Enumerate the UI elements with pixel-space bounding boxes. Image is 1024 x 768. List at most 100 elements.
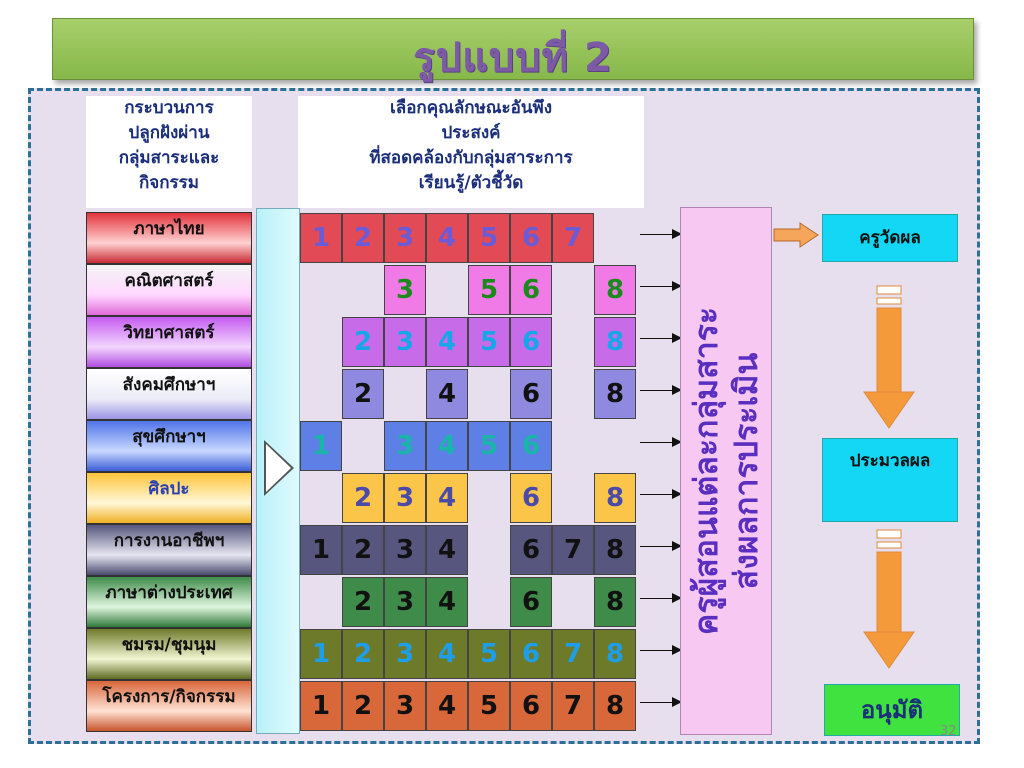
indicator-cell: 6: [510, 421, 552, 471]
indicator-cell: 4: [426, 629, 468, 679]
indicator-cell: 8: [594, 577, 636, 627]
header-process-line: ปลูกฝังผ่าน: [128, 123, 210, 143]
subject-label: สุขศึกษาฯ: [86, 420, 252, 472]
indicator-cell: 2: [342, 369, 384, 419]
header-process-line: กิจกรรม: [138, 173, 199, 193]
indicator-cell: 2: [342, 213, 384, 263]
indicator-cell: 3: [384, 577, 426, 627]
indicator-cell: 1: [300, 525, 342, 575]
row-arrow-icon: [640, 645, 682, 655]
row-arrow-icon: [640, 437, 682, 447]
indicator-cell: 1: [300, 629, 342, 679]
indicator-cell: 5: [468, 681, 510, 731]
row-arrow-icon: [640, 281, 682, 291]
indicator-cell: 4: [426, 421, 468, 471]
subject-label: ภาษาไทย: [86, 212, 252, 264]
process-compute-label: ประมวลผล: [849, 451, 931, 471]
indicator-cell: 8: [594, 317, 636, 367]
indicator-cell: 6: [510, 265, 552, 315]
indicator-cell: 3: [384, 317, 426, 367]
page-title: รูปแบบที่ 2: [413, 35, 613, 81]
row-arrow-icon: [640, 229, 682, 239]
indicator-cell: 3: [384, 525, 426, 575]
indicator-cell: 1: [300, 681, 342, 731]
indicator-cell: 6: [510, 629, 552, 679]
teacher-submit-line: ส่งผลการประเมิน: [727, 352, 765, 590]
indicator-cell: 5: [468, 317, 510, 367]
indicator-cell: 7: [552, 681, 594, 731]
subject-label: การงานอาชีพฯ: [86, 524, 252, 576]
indicator-cell: 6: [510, 213, 552, 263]
subject-label: สังคมศึกษาฯ: [86, 368, 252, 420]
indicator-cell: 5: [468, 421, 510, 471]
teacher-submit-line: ครูผู้สอนแต่ละกลุ่มสาระ: [687, 306, 725, 636]
row-arrow-icon: [640, 385, 682, 395]
process-measure-label: ครูวัดผล: [859, 228, 921, 248]
indicator-cell: 8: [594, 473, 636, 523]
indicator-cell: 2: [342, 525, 384, 575]
indicator-cell: 4: [426, 681, 468, 731]
indicator-cell: 3: [384, 213, 426, 263]
subject-label: ภาษาต่างประเทศ: [86, 576, 252, 628]
indicator-cell: 5: [468, 265, 510, 315]
indicator-cell: 4: [426, 369, 468, 419]
indicator-cell: 3: [384, 265, 426, 315]
process-approve-label: อนุมัติ: [860, 696, 924, 724]
subject-label: วิทยาศาสตร์: [86, 316, 252, 368]
header-process-line: กระบวนการ: [124, 98, 214, 118]
indicator-cell: 8: [594, 629, 636, 679]
process-compute-box: ประมวลผล: [822, 438, 958, 522]
indicator-cell: 8: [594, 369, 636, 419]
indicator-cell: 2: [342, 473, 384, 523]
indicator-cell: 4: [426, 213, 468, 263]
indicator-cell: 2: [342, 681, 384, 731]
header-select-line: ประสงค์: [441, 123, 501, 143]
indicator-cell: 2: [342, 317, 384, 367]
indicator-cell: 6: [510, 525, 552, 575]
indicator-cell: 6: [510, 369, 552, 419]
header-select-box: เลือกคุณลักษณะอันพึง ประสงค์ ที่สอดคล้อง…: [298, 96, 644, 208]
subject-label: ชมรม/ชุมนุม: [86, 628, 252, 680]
indicator-cell: 4: [426, 525, 468, 575]
process-measure-box: ครูวัดผล: [822, 214, 958, 262]
indicator-cell: 2: [342, 577, 384, 627]
header-select-line: เลือกคุณลักษณะอันพึง: [389, 98, 553, 118]
indicator-cell: 1: [300, 421, 342, 471]
indicator-cell: 4: [426, 577, 468, 627]
indicator-cell: 1: [300, 213, 342, 263]
triangle-inner: [266, 444, 291, 492]
indicator-cell: 7: [552, 525, 594, 575]
row-arrow-icon: [640, 593, 682, 603]
indicator-cell: 5: [468, 213, 510, 263]
indicator-cell: 7: [552, 629, 594, 679]
subject-label: ศิลปะ: [86, 472, 252, 524]
row-arrow-icon: [640, 489, 682, 499]
right-arrow-icon: [773, 222, 819, 248]
indicator-cell: 6: [510, 317, 552, 367]
indicator-cell: 6: [510, 577, 552, 627]
indicator-cell: 5: [468, 629, 510, 679]
teacher-submit-box: [680, 207, 772, 735]
header-select-line: เรียนรู้/ตัวชี้วัด: [418, 173, 524, 193]
subject-label: โครงการ/กิจกรรม: [86, 680, 252, 732]
header-process-line: กลุ่มสาระและ: [118, 148, 220, 168]
page-number: 32: [940, 724, 957, 739]
indicator-cell: 8: [594, 265, 636, 315]
indicator-cell: 3: [384, 629, 426, 679]
teacher-submit-text: ครูผู้สอนแต่ละกลุ่มสาระ ส่งผลการประเมิน: [686, 307, 766, 635]
down-arrow-icon: [863, 529, 915, 669]
indicator-cell: 3: [384, 421, 426, 471]
process-approve-box: อนุมัติ: [824, 684, 960, 736]
subject-label: คณิตศาสตร์: [86, 264, 252, 316]
title-banner: รูปแบบที่ 2: [52, 18, 974, 81]
header-select-line: ที่สอดคล้องกับกลุ่มสาระการ: [369, 148, 573, 168]
indicator-cell: 7: [552, 213, 594, 263]
indicator-cell: 8: [594, 525, 636, 575]
indicator-cell: 4: [426, 317, 468, 367]
indicator-cell: 4: [426, 473, 468, 523]
indicator-cell: 6: [510, 473, 552, 523]
row-arrow-icon: [640, 697, 682, 707]
indicator-cell: 6: [510, 681, 552, 731]
header-process-box: กระบวนการ ปลูกฝังผ่าน กลุ่มสาระและ กิจกร…: [86, 96, 252, 208]
indicator-cell: 3: [384, 681, 426, 731]
